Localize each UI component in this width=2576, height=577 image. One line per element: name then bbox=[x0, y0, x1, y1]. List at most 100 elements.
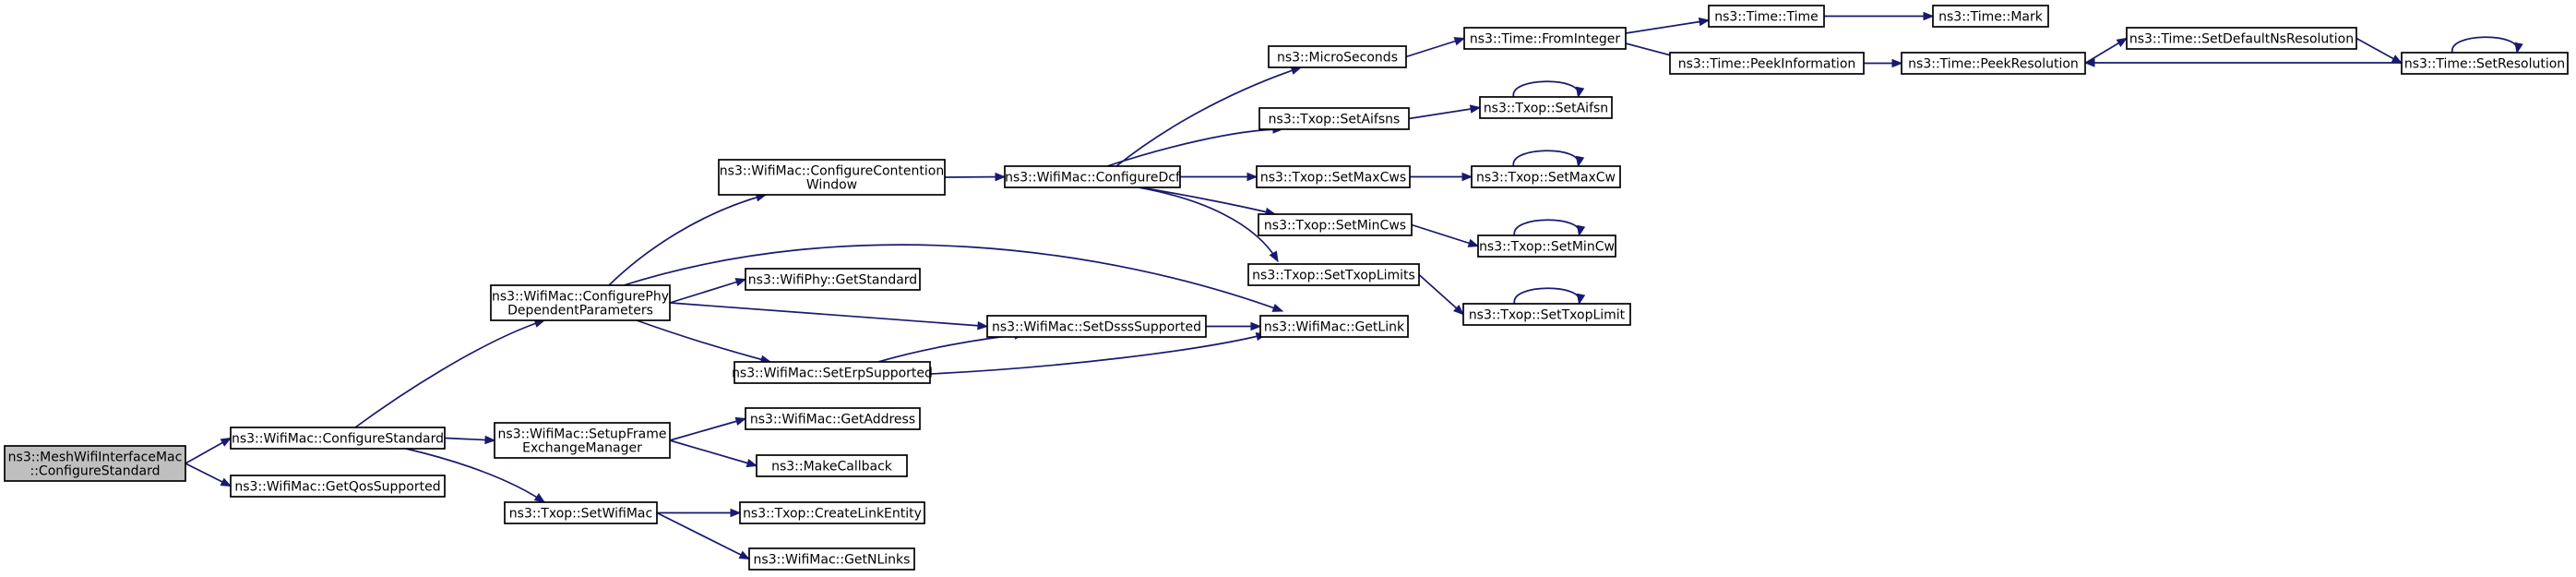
edge-time-set-resolution-to-time-peek-resolution bbox=[2083, 58, 2402, 67]
node-get-address[interactable]: ns3::WifiMac::GetAddress bbox=[745, 407, 921, 430]
node-configure-standard[interactable]: ns3::WifiMac::ConfigureStandard bbox=[230, 427, 446, 450]
edge-configure-phy-to-get-link bbox=[623, 244, 1284, 312]
edge-microseconds-to-time-from-integer bbox=[1405, 37, 1466, 58]
node-label: ns3::MakeCallback bbox=[771, 460, 893, 475]
node-label: ns3::Txop::SetTxopLimits bbox=[1252, 269, 1415, 283]
node-label: ns3::Time::SetDefaultNsResolution bbox=[2129, 32, 2354, 47]
edge-txop-set-wifimac-to-get-nlinks bbox=[656, 511, 751, 560]
node-configure-dcf[interactable]: ns3::WifiMac::ConfigureDcf bbox=[1004, 165, 1181, 188]
node-txop-set-wifimac[interactable]: ns3::Txop::SetWifiMac bbox=[504, 501, 658, 524]
edge-configure-dcf-to-set-aifsns bbox=[1106, 125, 1284, 167]
node-label: ns3::Txop::SetMaxCws bbox=[1260, 171, 1406, 186]
edge-time-peek-information-to-time-peek-resolution bbox=[1864, 58, 1903, 68]
node-label: ns3::Time::Time bbox=[1714, 10, 1818, 25]
node-set-mincw[interactable]: ns3::Txop::SetMinCw bbox=[1477, 234, 1616, 258]
edge-time-peek-resolution-to-time-set-default-ns bbox=[2084, 37, 2129, 65]
edge-set-maxcw-to-set-maxcw bbox=[1512, 150, 1585, 168]
node-set-aifsns[interactable]: ns3::Txop::SetAifsns bbox=[1258, 107, 1410, 130]
edge-time-from-integer-to-time-time bbox=[1625, 17, 1711, 34]
node-get-link[interactable]: ns3::WifiMac::GetLink bbox=[1259, 315, 1409, 338]
node-label: ns3::WifiMac::ConfigureContention bbox=[720, 164, 944, 179]
edge-configure-dcf-to-microseconds bbox=[1115, 66, 1303, 167]
edge-set-aifsn-to-set-aifsn bbox=[1512, 80, 1585, 99]
node-label: ns3::Time::PeekResolution bbox=[1908, 57, 2079, 72]
node-label: ns3::Txop::SetAifsn bbox=[1484, 102, 1608, 116]
node-label: ns3::Txop::SetWifiMac bbox=[509, 507, 652, 522]
node-set-erp[interactable]: ns3::WifiMac::SetErpSupported bbox=[732, 361, 933, 384]
edge-configure-standard-to-setup-fem bbox=[444, 435, 496, 445]
node-label: ns3::Txop::SetMinCws bbox=[1264, 219, 1406, 234]
node-microseconds[interactable]: ns3::MicroSeconds bbox=[1268, 45, 1407, 68]
node-set-mincws[interactable]: ns3::Txop::SetMinCws bbox=[1258, 213, 1413, 236]
edge-root-to-configure-standard bbox=[185, 437, 233, 464]
edge-set-mincws-to-set-mincw bbox=[1411, 223, 1480, 247]
edge-time-time-to-time-mark bbox=[1824, 11, 1935, 21]
node-time-from-integer[interactable]: ns3::Time::FromInteger bbox=[1463, 27, 1627, 50]
node-set-aifsn[interactable]: ns3::Txop::SetAifsn bbox=[1479, 96, 1613, 119]
node-root: ns3::MeshWifiInterfaceMac::ConfigureStan… bbox=[4, 445, 186, 482]
edge-time-set-default-ns-to-time-set-resolution bbox=[2355, 37, 2403, 65]
edge-configure-standard-to-configure-phy bbox=[354, 319, 546, 428]
node-label: ns3::Txop::SetMinCw bbox=[1479, 240, 1615, 255]
edge-set-maxcws-to-set-maxcw bbox=[1410, 172, 1473, 182]
edge-time-set-resolution-to-time-set-resolution bbox=[2451, 36, 2523, 54]
node-set-maxcw[interactable]: ns3::Txop::SetMaxCw bbox=[1471, 165, 1621, 188]
edge-set-txoplimit-to-set-txoplimit bbox=[1513, 287, 1586, 306]
edge-setup-fem-to-make-callback bbox=[669, 439, 758, 468]
node-label: ns3::WifiMac::GetAddress bbox=[750, 413, 915, 427]
node-label: ns3::WifiMac::SetupFrame bbox=[498, 427, 667, 442]
node-make-callback[interactable]: ns3::MakeCallback bbox=[756, 454, 908, 477]
node-label: ExchangeManager bbox=[522, 441, 642, 456]
edge-configure-cw-to-configure-dcf bbox=[944, 172, 1007, 182]
node-label: ns3::Txop::CreateLinkEntity bbox=[743, 507, 922, 522]
edge-configure-dcf-to-set-txoplimits bbox=[1138, 186, 1279, 263]
node-time-mark[interactable]: ns3::Time::Mark bbox=[1932, 5, 2049, 28]
node-label: ns3::WifiMac::GetLink bbox=[1264, 320, 1405, 335]
node-set-txoplimit[interactable]: ns3::Txop::SetTxopLimit bbox=[1462, 303, 1631, 326]
node-label: Window bbox=[806, 178, 857, 193]
node-time-peek-information[interactable]: ns3::Time::PeekInformation bbox=[1669, 52, 1865, 75]
node-label: ::ConfigureStandard bbox=[30, 464, 161, 479]
edge-set-txoplimits-to-set-txoplimit bbox=[1418, 273, 1465, 316]
node-set-maxcws[interactable]: ns3::Txop::SetMaxCws bbox=[1256, 165, 1411, 188]
node-time-time[interactable]: ns3::Time::Time bbox=[1708, 5, 1825, 28]
node-label: ns3::Time::SetResolution bbox=[2404, 57, 2565, 72]
node-label: ns3::WifiMac::GetNLinks bbox=[754, 553, 911, 568]
node-label: ns3::Txop::SetTxopLimit bbox=[1469, 308, 1626, 323]
node-label: ns3::WifiMac::GetQosSupported bbox=[234, 480, 440, 495]
node-label: ns3::MicroSeconds bbox=[1277, 51, 1398, 66]
node-label: ns3::WifiMac::SetDsssSupported bbox=[992, 320, 1201, 335]
node-label: ns3::WifiMac::ConfigureStandard bbox=[232, 432, 444, 447]
edge-configure-phy-to-set-dsss bbox=[669, 302, 989, 331]
edge-root-to-get-qos-supported bbox=[185, 463, 233, 487]
edges-layer bbox=[185, 11, 2523, 560]
node-get-nlinks[interactable]: ns3::WifiMac::GetNLinks bbox=[748, 547, 915, 571]
node-label: ns3::WifiMac::ConfigurePhy bbox=[492, 290, 669, 305]
edge-set-aifsns-to-set-aifsn bbox=[1408, 104, 1482, 120]
node-set-dsss[interactable]: ns3::WifiMac::SetDsssSupported bbox=[986, 315, 1207, 338]
node-label: ns3::WifiMac::SetErpSupported bbox=[732, 367, 933, 381]
node-label: ns3::Txop::SetMaxCw bbox=[1476, 171, 1616, 186]
node-create-link-entity[interactable]: ns3::Txop::CreateLinkEntity bbox=[739, 501, 925, 524]
edge-configure-dcf-to-set-maxcws bbox=[1180, 172, 1258, 182]
node-label: ns3::WifiPhy::GetStandard bbox=[748, 273, 917, 288]
node-label: ns3::Time::Mark bbox=[1938, 10, 2044, 25]
edge-set-mincw-to-set-mincw bbox=[1513, 219, 1586, 237]
node-time-set-default-ns[interactable]: ns3::Time::SetDefaultNsResolution bbox=[2126, 27, 2357, 50]
edge-configure-phy-to-configure-cw bbox=[608, 193, 768, 286]
node-set-txoplimits[interactable]: ns3::Txop::SetTxopLimits bbox=[1247, 263, 1420, 286]
node-get-qos-supported[interactable]: ns3::WifiMac::GetQosSupported bbox=[230, 475, 446, 498]
node-configure-phy[interactable]: ns3::WifiMac::ConfigurePhyDependentParam… bbox=[490, 284, 671, 321]
edge-configure-phy-to-wifiphy-get-standard bbox=[669, 278, 747, 304]
node-time-peek-resolution[interactable]: ns3::Time::PeekResolution bbox=[1901, 52, 2086, 75]
edge-configure-phy-to-set-erp bbox=[636, 319, 772, 364]
node-label: ns3::Time::PeekInformation bbox=[1678, 57, 1856, 72]
nodes-layer: ns3::MeshWifiInterfaceMac::ConfigureStan… bbox=[4, 5, 2569, 571]
node-time-set-resolution[interactable]: ns3::Time::SetResolution bbox=[2401, 52, 2569, 75]
node-label: ns3::MeshWifiInterfaceMac bbox=[8, 451, 183, 465]
node-wifiphy-get-standard[interactable]: ns3::WifiPhy::GetStandard bbox=[745, 268, 921, 291]
edge-setup-fem-to-get-address bbox=[669, 416, 747, 441]
